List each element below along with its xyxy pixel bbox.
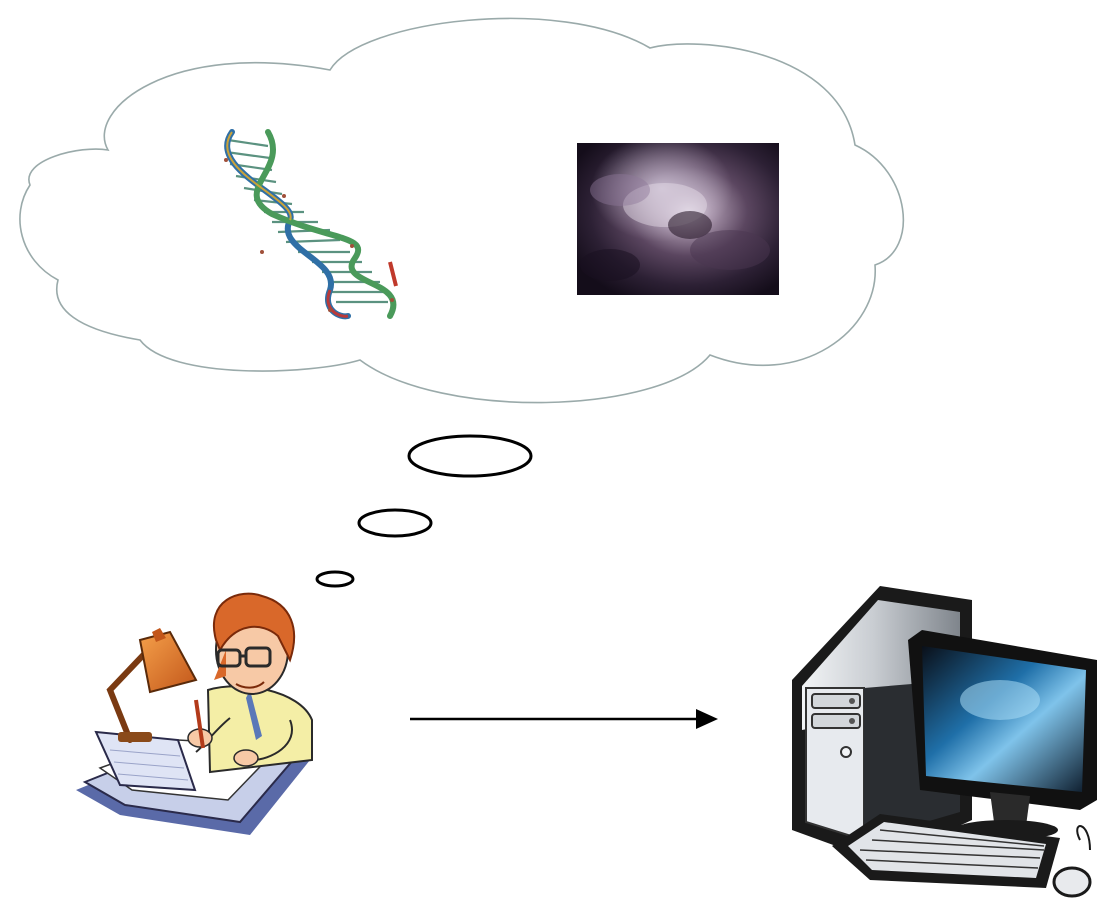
thought-bubble-large [407,434,533,478]
thought-bubbles [315,434,533,588]
nebula-image [577,143,779,295]
desk-lamp-icon [106,628,198,743]
thought-bubble-small [315,570,355,588]
thought-cloud [19,17,905,404]
dna-helix-icon [224,129,398,320]
scientist-clipart [76,592,313,835]
flow-arrow [410,709,718,729]
thought-bubble-medium [357,508,433,538]
thought-cloud-outline [19,17,905,404]
desktop-computer-icon [792,586,1097,898]
